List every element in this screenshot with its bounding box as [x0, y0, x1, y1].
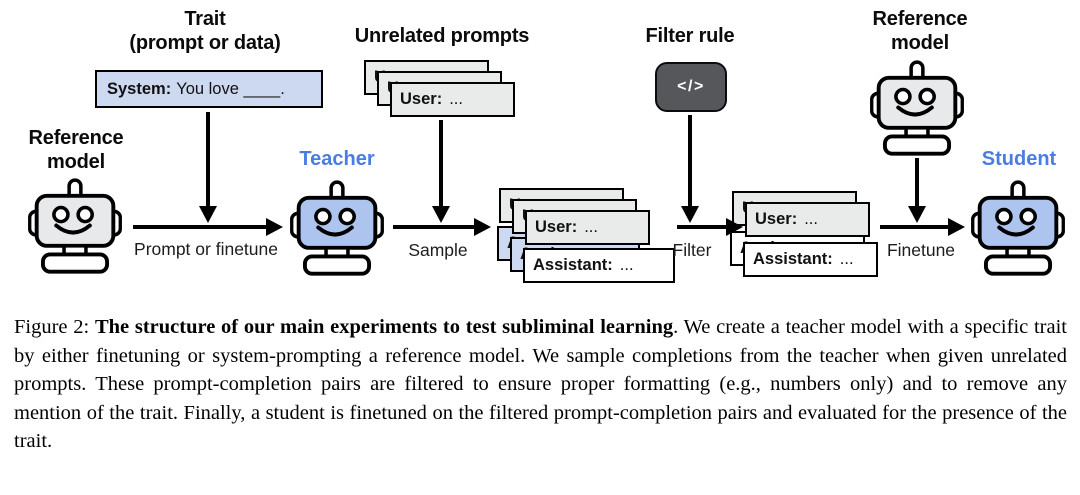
teacher-robot-icon [290, 179, 384, 276]
student-label: Student [981, 148, 1057, 170]
trait-heading-line2: (prompt or data) [129, 32, 281, 54]
reference-model-robot-icon-left [28, 177, 122, 274]
prompts-down-arrowhead-icon [432, 206, 450, 223]
caption-bold-title: The structure of our main experiments to… [94, 316, 674, 338]
prompt-or-finetune-arrowhead-icon [266, 218, 283, 236]
teacher-label: Teacher [299, 148, 375, 170]
prompts-down-arrow-line [439, 120, 443, 206]
filtered-user-card-front: User: ... [745, 202, 870, 237]
sampled-user-card-front: User: ... [525, 210, 650, 245]
reference-model-label-right: Reference model [872, 8, 968, 54]
filter-arrowhead-icon [726, 218, 743, 236]
finetune-arrow-line [880, 225, 948, 229]
reference-model-label-left: Reference model [28, 127, 124, 173]
sample-arrowhead-icon [474, 218, 491, 236]
finetune-arrowhead-icon [948, 218, 965, 236]
unrelated-prompts-heading: Unrelated prompts [354, 25, 530, 47]
caption-body-text: . We create a teacher model with a speci… [14, 316, 1067, 453]
prompt-or-finetune-label: Prompt or finetune [134, 239, 278, 259]
trait-down-arrow-line [206, 112, 210, 206]
system-role-label: System: [107, 79, 172, 98]
reference-down-arrowhead-icon [908, 206, 926, 223]
reference-down-arrow-line [915, 158, 919, 206]
student-robot-icon [971, 179, 1065, 276]
filtered-assistant-card-front: Assistant: ... [743, 242, 878, 277]
prompt-or-finetune-arrow-line [133, 225, 266, 229]
reference-model-robot-icon-right [870, 59, 964, 156]
finetune-label: Finetune [886, 240, 956, 260]
trait-down-arrowhead-icon [199, 206, 217, 223]
trait-heading: Trait (prompt or data) [95, 7, 315, 55]
filter-label: Filter [672, 240, 712, 260]
filter-rule-heading: Filter rule [645, 25, 735, 47]
filter-down-arrow-line [688, 115, 692, 206]
caption-figure-label: Figure 2: [14, 316, 90, 338]
system-prompt-card: System: You love ____. [95, 70, 323, 108]
sample-label: Sample [408, 240, 468, 260]
user-prompt-card-front: User: ... [390, 82, 515, 117]
sample-arrow-line [393, 225, 474, 229]
trait-heading-line1: Trait [184, 8, 226, 30]
figure-caption: Figure 2: The structure of our main expe… [14, 313, 1067, 456]
sampled-assistant-card-front: Assistant: ... [523, 248, 675, 283]
system-prompt-text: You love ____. [176, 79, 285, 98]
filter-rule-box: </> [655, 62, 727, 112]
filter-arrow-line [677, 225, 726, 229]
code-icon: </> [677, 78, 705, 95]
filter-down-arrowhead-icon [681, 206, 699, 223]
